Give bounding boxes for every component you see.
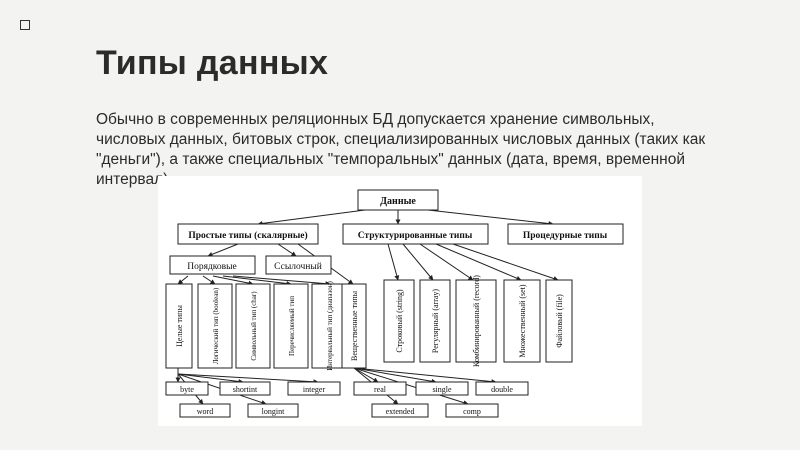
node-simple-types-label: Простые типы (скалярные): [188, 230, 307, 241]
leaf-double-label: double: [491, 385, 513, 394]
leaf-integer-label: integer: [303, 385, 326, 394]
node-reference: Ссылочный: [265, 255, 332, 275]
node-integer-types-label: Целые типы: [175, 305, 184, 347]
node-enum-type: Перечисляемый тип: [273, 283, 309, 369]
node-interval-type: Интервальный тип (диапазон): [311, 281, 347, 371]
leaf-extended: extended: [371, 403, 429, 418]
node-simple-types: Простые типы (скалярные): [177, 223, 319, 245]
node-root: Данные: [357, 189, 439, 211]
node-boolean-type: Логический тип (boolean): [197, 283, 233, 369]
node-file-type: Файловый (file): [545, 279, 573, 363]
node-procedural-types: Процедурные типы: [507, 223, 624, 245]
node-boolean-type-label: Логический тип (boolean): [212, 287, 220, 364]
leaf-byte: byte: [165, 381, 209, 396]
leaf-single-label: single: [432, 385, 452, 394]
node-set-type-label: Множественный (set): [518, 284, 527, 357]
leaf-word-label: word: [197, 407, 213, 416]
node-real-types: Вещественные типы: [341, 283, 367, 369]
node-structured-types-label: Структурированные типы: [358, 231, 473, 241]
node-ordinal-label: Порядковые: [187, 262, 237, 272]
diagram-svg: Данные Простые типы (скалярные) Структур…: [165, 189, 624, 418]
leaf-longint-label: longint: [262, 407, 285, 416]
leaf-single: single: [415, 381, 469, 396]
node-procedural-types-label: Процедурные типы: [523, 231, 608, 241]
leaf-shortint-label: shortint: [233, 385, 258, 394]
leaf-integer: integer: [287, 381, 341, 396]
node-record-type: Комбинированный (record): [455, 275, 497, 367]
leaf-real: real: [353, 381, 407, 396]
leaf-comp-label: comp: [463, 407, 481, 416]
node-set-type: Множественный (set): [503, 279, 541, 363]
node-string-type: Строковый (string): [383, 279, 415, 363]
leaf-byte-label: byte: [180, 385, 194, 394]
node-char-type-label: Символьный тип (char): [250, 291, 258, 361]
data-types-diagram: Данные Простые типы (скалярные) Структур…: [158, 176, 642, 426]
slide-title: Типы данных: [96, 44, 329, 82]
node-interval-type-label: Интервальный тип (диапазон): [326, 281, 334, 371]
node-record-type-label: Комбинированный (record): [472, 275, 481, 367]
leaf-shortint: shortint: [219, 381, 271, 396]
node-root-label: Данные: [380, 196, 416, 207]
leaf-word: word: [179, 403, 231, 418]
diagram-connectors: [175, 209, 559, 406]
leaf-real-label: real: [374, 385, 387, 394]
slide-body-text: Обычно в современных реляционных БД допу…: [96, 111, 706, 188]
node-file-type-label: Файловый (file): [555, 294, 564, 348]
node-ordinal: Порядковые: [169, 255, 256, 275]
node-reference-label: Ссылочный: [274, 261, 322, 272]
node-char-type: Символьный тип (char): [235, 283, 271, 369]
node-string-type-label: Строковый (string): [395, 289, 404, 353]
node-enum-type-label: Перечисляемый тип: [288, 296, 296, 356]
leaf-extended-label: extended: [386, 407, 415, 416]
node-array-type-label: Регулярный (array): [431, 289, 440, 354]
leaf-double: double: [475, 381, 529, 396]
leaf-longint: longint: [247, 403, 299, 418]
node-integer-types: Целые типы: [165, 283, 193, 369]
corner-square-icon: [20, 20, 30, 30]
node-array-type: Регулярный (array): [419, 279, 451, 363]
node-structured-types: Структурированные типы: [342, 223, 489, 245]
leaf-comp: comp: [445, 403, 499, 418]
node-real-types-label: Вещественные типы: [350, 290, 359, 361]
